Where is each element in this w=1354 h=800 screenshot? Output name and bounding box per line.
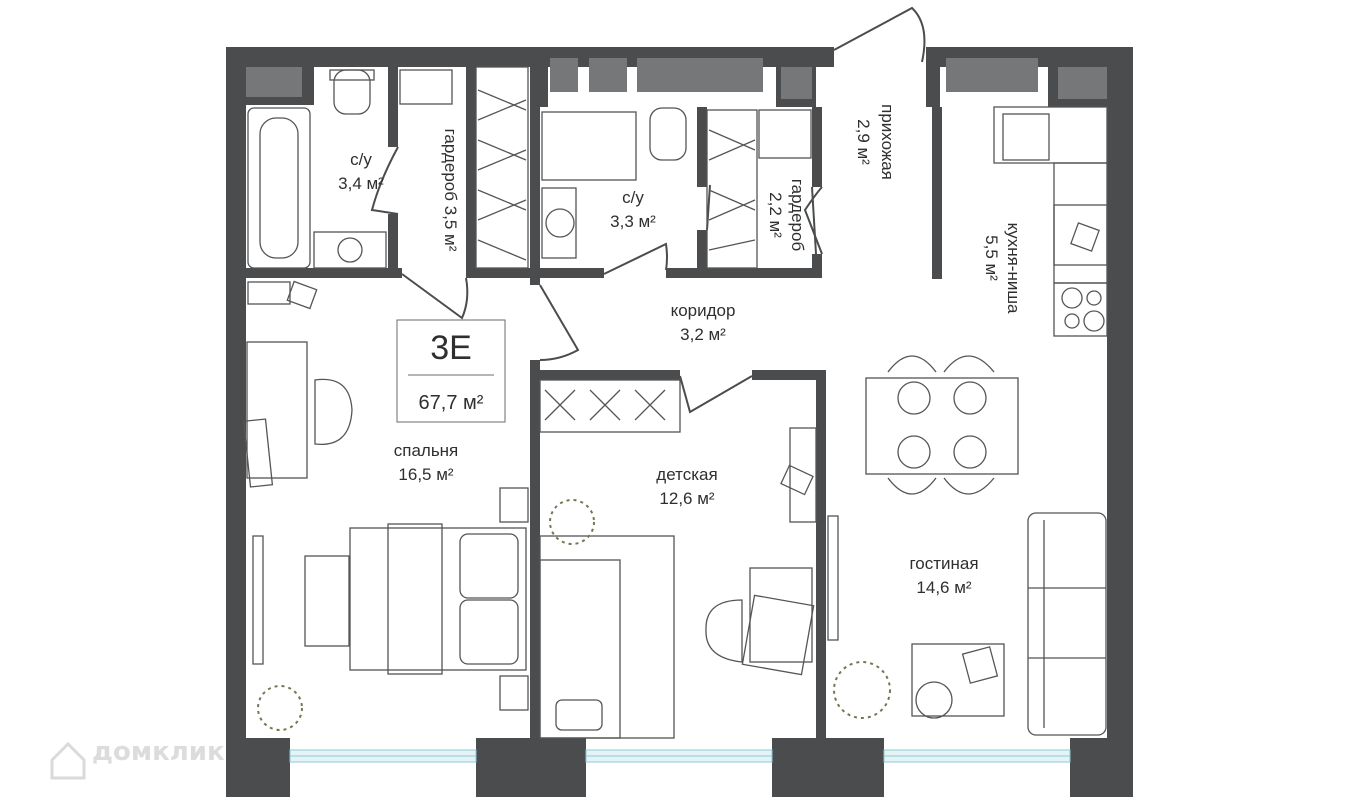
room-kitchen-area: 5,5 м² (982, 235, 1001, 281)
room-labels: с/у 3,4 м² гардероб 3,5 м² с/у 3,3 м² га… (338, 104, 1023, 597)
room-kids-area: 12,6 м² (659, 489, 714, 508)
room-living-name: гостиная (909, 554, 978, 573)
room-bedroom-name: спальня (394, 441, 459, 460)
kitchen-fixtures (993, 106, 1108, 337)
wardrobe-2-fixtures (706, 109, 812, 269)
room-bath1-area: 3,4 м² (338, 174, 384, 193)
watermark: домклик (50, 737, 225, 780)
bathroom-2-fixtures (541, 107, 687, 259)
room-kitchen-name: кухня-ниша (1004, 223, 1023, 314)
bathroom-1-fixtures (247, 69, 387, 269)
room-hallway-name: прихожая (878, 104, 897, 180)
room-bath2-area: 3,3 м² (610, 212, 656, 231)
doors (370, 6, 926, 414)
wardrobe-1-fixtures (399, 66, 529, 269)
house-logo-icon (50, 741, 86, 780)
room-wardrobe2-area: 2,2 м² (766, 192, 785, 238)
room-bath1-name: с/у (350, 150, 372, 169)
coffee-table (911, 643, 1005, 719)
room-bedroom-area: 16,5 м² (398, 465, 453, 484)
room-wardrobe1-label: гардероб 3,5 м² (441, 129, 460, 252)
plan-badge: 3E 67,7 м² (396, 319, 506, 423)
room-wardrobe2-name: гардероб (788, 179, 807, 252)
kids-furniture (539, 379, 839, 739)
room-living-area: 14,6 м² (916, 578, 971, 597)
bedroom-furniture (242, 280, 529, 711)
room-bath2-name: с/у (622, 188, 644, 207)
room-corridor-area: 3,2 м² (680, 325, 726, 344)
top-windows (246, 58, 1107, 99)
plan-total-area: 67,7 м² (419, 392, 484, 414)
plan-code: 3E (430, 329, 472, 367)
watermark-text: домклик (92, 737, 225, 767)
sofa (1027, 512, 1107, 736)
dining-set (865, 355, 1019, 495)
interior-walls (246, 67, 942, 738)
room-hallway-area: 2,9 м² (854, 119, 873, 165)
room-kids-name: детская (656, 465, 717, 484)
bottom-glazing (289, 749, 1071, 763)
plants (257, 499, 891, 731)
room-corridor-name: коридор (671, 301, 736, 320)
